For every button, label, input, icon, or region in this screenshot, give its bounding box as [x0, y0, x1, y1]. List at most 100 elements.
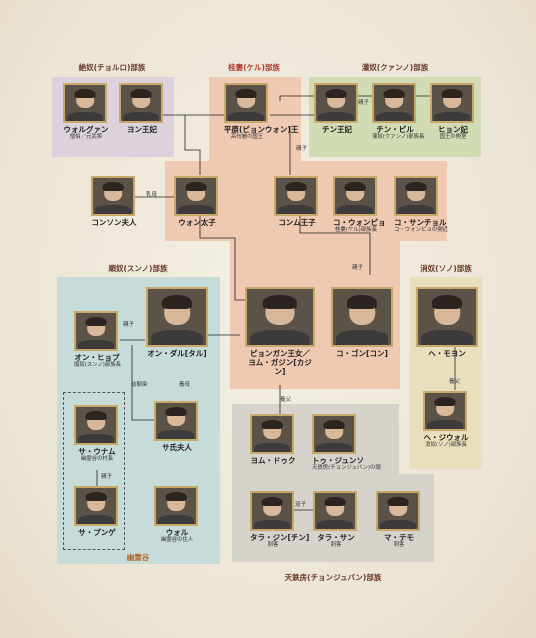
person-jin[interactable]: チン王妃	[314, 83, 360, 134]
portrait	[224, 83, 268, 123]
person-role: 幽霊谷の住人	[160, 537, 194, 543]
person-hyeon[interactable]: ヒョン妃 国王の側室	[430, 83, 476, 141]
relation-adoptive-mother: 養母	[179, 382, 191, 388]
person-tarasan[interactable]: タラ・サン 刺客	[313, 491, 359, 549]
person-name: ウォル	[165, 528, 189, 537]
yuryeonggok-box	[63, 392, 125, 550]
portrait	[430, 83, 474, 123]
person-woolgwan[interactable]: ウォルグァン 僧伯／元武将	[63, 83, 109, 141]
relation-twins: 双子	[295, 502, 307, 508]
clan-title-cholno: 絶奴(チョルロ)部族	[78, 63, 146, 72]
person-wol[interactable]: ウォル 幽霊谷の住人	[154, 486, 200, 544]
person-hejiwol[interactable]: ヘ・ジウォル 消奴(ソノ)部族長	[423, 391, 469, 449]
clan-title-gyeru: 桂婁(ケル)部族	[228, 63, 280, 72]
person-jinpil[interactable]: チン・ピル 灌奴(クァンノ)部族長	[372, 83, 425, 141]
person-name: サ・プンゲ	[78, 528, 116, 537]
person-role: 灌奴(クァンノ)部族長	[372, 134, 425, 140]
person-name: チン王妃	[322, 125, 352, 134]
portrait	[146, 287, 208, 347]
portrait	[376, 491, 420, 531]
person-name: コ・ゴン[コン]	[336, 349, 388, 358]
person-name: オン・ダル[タル]	[147, 349, 207, 358]
person-name: コ・サンチョル	[394, 218, 447, 227]
person-konson[interactable]: コンソン夫人	[91, 176, 137, 227]
portrait	[63, 83, 107, 123]
person-role: 刺客	[267, 542, 279, 548]
person-name: タラ・ジン[チン]	[250, 533, 310, 542]
person-ondal[interactable]: オン・ダル[タル]	[146, 287, 208, 358]
person-tujunso[interactable]: トゥ・ジュンソ 天鉄房(チョンジュバン)の頭	[312, 414, 381, 472]
portrait	[154, 486, 198, 526]
relation-adoptive-father-1: 養父	[280, 397, 292, 403]
relation-parent-child-2: 親子	[296, 146, 308, 152]
person-name: サ氏夫人	[162, 443, 192, 452]
clan-title-sono: 消奴(ソノ)部族	[420, 264, 472, 273]
person-komsung[interactable]: コンム王子	[274, 176, 320, 227]
person-role: 刺客	[393, 542, 405, 548]
portrait	[394, 176, 438, 216]
person-name: ウォルグァン	[63, 125, 109, 134]
portrait	[372, 83, 416, 123]
person-kosanchol[interactable]: コ・サンチョル コ・ウォンピョの側近	[394, 176, 448, 234]
person-name: チン・ピル	[376, 125, 414, 134]
person-yeon[interactable]: ヨン王妃	[119, 83, 165, 134]
person-name: ヘ・モヨン	[428, 349, 466, 358]
line-ondal-sa	[131, 345, 155, 421]
portrait	[74, 486, 118, 526]
person-matemo[interactable]: マ・テモ 刺客	[376, 491, 422, 549]
portrait	[174, 176, 218, 216]
relation-adoptive-father-2: 養父	[449, 379, 461, 385]
person-kogon[interactable]: コ・ゴン[コン]	[331, 287, 393, 358]
person-name: ヒョン妃	[438, 125, 468, 134]
clan-title-gwanno: 灌奴(クァンノ)部族	[361, 63, 429, 72]
portrait	[119, 83, 163, 123]
person-saunam[interactable]: サ・ウナム 幽霊谷の村長	[74, 405, 120, 463]
person-pyeonggang[interactable]: ピョンガン王女／ ヨム・ガジン[カジン]	[245, 287, 315, 376]
person-name: ピョンガン王女／ ヨム・ガジン[カジン]	[248, 349, 312, 376]
person-hemoon[interactable]: ヘ・モヨン	[416, 287, 478, 358]
person-pyeongwon[interactable]: 平原(ピョンウォン)王 高句麗の国王	[224, 83, 299, 141]
person-name: 平原(ピョンウォン)王	[224, 125, 299, 134]
portrait	[245, 287, 315, 347]
person-yomdok[interactable]: ヨム・ドゥク	[250, 414, 296, 465]
person-role: 幽霊谷の村長	[80, 456, 114, 462]
person-won[interactable]: ウォン太子	[174, 176, 220, 227]
portrait	[416, 287, 478, 347]
person-name: コンソン夫人	[91, 218, 137, 227]
relation-parent-child-4: 親子	[123, 322, 135, 328]
person-role: 刺客	[330, 542, 342, 548]
person-name: オン・ヒョプ	[74, 353, 120, 362]
line-to-won	[184, 115, 201, 175]
person-role: 天鉄房(チョンジュバン)の頭	[312, 465, 381, 471]
person-name: マ・テモ	[384, 533, 414, 542]
clan-title-sunno: 順奴(スンノ)部族	[108, 264, 168, 273]
person-kowonpyo[interactable]: コ・ウォンピョ 桂婁(ケル)部族長	[333, 176, 386, 234]
portrait	[423, 391, 467, 431]
person-role: 僧伯／元武将	[69, 134, 103, 140]
person-tarajin[interactable]: タラ・ジン[チン] 刺客	[250, 491, 310, 549]
person-role: 順奴(スンノ)部族長	[74, 362, 122, 368]
portrait	[74, 311, 118, 351]
portrait	[313, 491, 357, 531]
clan-title-cheonju: 天鉄房(チョンジュバン)部族	[284, 573, 382, 582]
person-sapungdok[interactable]: サ・プンゲ	[74, 486, 120, 537]
person-sa[interactable]: サ氏夫人	[154, 401, 200, 452]
relation-parent-child-3: 親子	[352, 265, 364, 271]
person-onhyop[interactable]: オン・ヒョプ 順奴(スンノ)部族長	[74, 311, 122, 369]
person-role: 消奴(ソノ)部族長	[425, 442, 467, 448]
relation-parent-child-1: 親子	[358, 100, 370, 106]
person-role: 国王の側室	[439, 134, 467, 140]
portrait	[312, 414, 356, 454]
person-name: トゥ・ジュンソ	[312, 456, 364, 465]
person-role: 高句麗の国王	[230, 134, 264, 140]
person-role: コ・ウォンピョの側近	[394, 227, 448, 233]
person-name: ヨン王妃	[127, 125, 157, 134]
person-name: コ・ウォンピョ	[333, 218, 386, 227]
portrait	[314, 83, 358, 123]
portrait	[250, 491, 294, 531]
person-name: ヨム・ドゥク	[250, 456, 296, 465]
clan-title-yuryeonggok: 幽霊谷	[126, 553, 150, 562]
portrait	[91, 176, 135, 216]
person-name: ウォン太子	[178, 218, 216, 227]
